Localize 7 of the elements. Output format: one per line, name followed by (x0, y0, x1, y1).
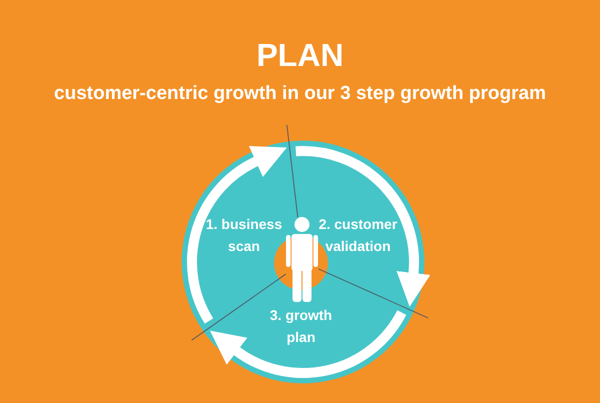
cycle-arrow (187, 146, 286, 324)
cycle-arrow (208, 310, 406, 378)
subtitle: customer-centric growth in our 3 step growth program (54, 82, 546, 106)
step-label: 1. business scan (205, 215, 283, 256)
title: PLAN (256, 37, 344, 74)
step-label: 2. customer validation (318, 215, 398, 256)
step-label: 3. growth plan (269, 306, 333, 347)
